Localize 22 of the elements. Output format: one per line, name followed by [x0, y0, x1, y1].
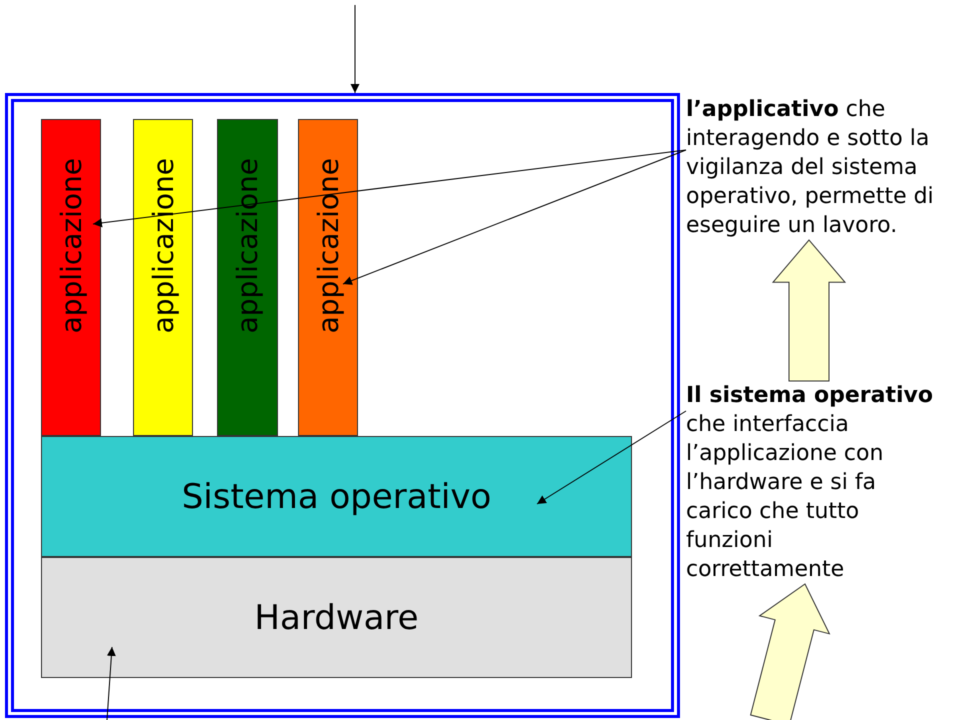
leader-line: [342, 150, 686, 285]
application-bar: [41, 119, 101, 436]
bar-label: applicazione: [54, 158, 88, 334]
arrow: [106, 646, 116, 720]
hardware-layer: [41, 557, 632, 678]
bar-label: applicazione: [312, 158, 344, 334]
arrow: [350, 4, 360, 94]
layer-label: Hardware: [254, 598, 419, 638]
block-arrow: [772, 239, 846, 382]
leader-line: [92, 150, 686, 228]
system-frame: [5, 93, 680, 718]
layer-label: Sistema operativo: [182, 476, 492, 516]
bar-label: applicazione: [231, 158, 264, 334]
application-bar: [298, 119, 358, 436]
callout-text: Il sistema operativo che interfaccia l’applicazione con l’hardware e si fa carico che tutto funzioni correttamente: [686, 381, 936, 584]
application-bar: [217, 119, 278, 436]
operating-system-layer: [41, 436, 632, 557]
bar-label: applicazione: [146, 158, 180, 334]
callout-text: l’applicativo che interagendo e sotto la vigilanza del sistema operativo, permette di eseguire un lavoro.: [686, 95, 948, 240]
application-bar: [133, 119, 193, 436]
leader-line: [536, 410, 686, 504]
block-arrow: [750, 583, 830, 720]
